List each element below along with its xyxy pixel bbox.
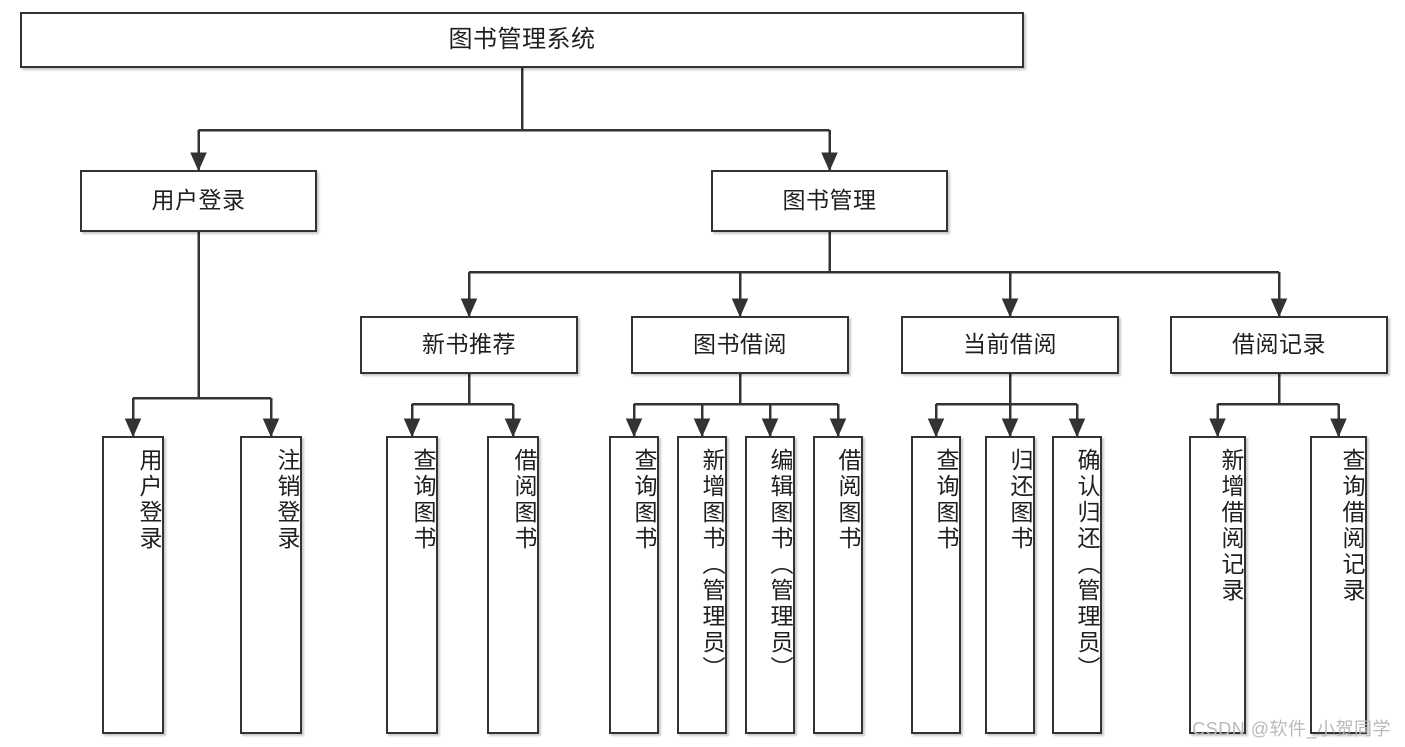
- arrowhead-icon: [403, 418, 421, 438]
- arrowhead-icon: [1001, 298, 1019, 318]
- arrowhead-icon: [1330, 418, 1347, 438]
- node-label: 图书借阅: [693, 331, 787, 358]
- node-label: 图书管理系统: [448, 25, 596, 53]
- arrowhead-icon: [190, 152, 207, 172]
- node-label: 查询图书: [631, 448, 657, 552]
- node-leaf-bb-query[interactable]: 查询图书: [609, 436, 659, 734]
- node-leaf-cb-confirm[interactable]: 确认归还（管理员）: [1052, 436, 1102, 734]
- arrowhead-icon: [761, 418, 779, 438]
- arrowhead-icon: [1209, 418, 1226, 438]
- arrowhead-icon: [625, 418, 643, 438]
- node-label: 借阅记录: [1232, 331, 1326, 358]
- node-leaf-nbr-query[interactable]: 查询图书: [386, 436, 438, 734]
- node-label: 新书推荐: [422, 331, 516, 358]
- node-leaf-cb-return[interactable]: 归还图书: [985, 436, 1035, 734]
- arrowhead-icon: [927, 418, 945, 438]
- arrowhead-icon: [829, 418, 847, 438]
- node-leaf-br-query[interactable]: 查询借阅记录: [1310, 436, 1367, 734]
- node-book-borrow[interactable]: 图书借阅: [631, 316, 849, 374]
- arrowhead-icon: [262, 418, 280, 438]
- node-label: 新增借阅记录: [1218, 448, 1244, 604]
- node-label: 查询图书: [410, 448, 436, 552]
- arrowhead-icon: [693, 418, 711, 438]
- node-label: 借阅图书: [511, 448, 537, 552]
- node-leaf-cb-query[interactable]: 查询图书: [911, 436, 961, 734]
- arrowhead-icon: [1068, 418, 1086, 438]
- node-label: 借阅图书: [835, 448, 861, 552]
- node-leaf-bb-edit[interactable]: 编辑图书（管理员）: [745, 436, 795, 734]
- arrowhead-icon: [821, 152, 838, 172]
- node-label: 用户登录: [136, 448, 162, 552]
- node-user-login[interactable]: 用户登录: [80, 170, 317, 232]
- node-leaf-bb-add[interactable]: 新增图书（管理员）: [677, 436, 727, 734]
- arrowhead-icon: [460, 298, 478, 318]
- node-label: 查询图书: [933, 448, 959, 552]
- node-leaf-nbr-borrow[interactable]: 借阅图书: [487, 436, 539, 734]
- node-leaf-bb-borrow[interactable]: 借阅图书: [813, 436, 863, 734]
- node-label: 归还图书: [1007, 448, 1033, 552]
- arrowhead-icon: [124, 418, 142, 438]
- node-book-manage[interactable]: 图书管理: [711, 170, 948, 232]
- arrowhead-icon: [1001, 418, 1019, 438]
- node-label: 编辑图书（管理员）: [767, 448, 793, 682]
- node-root[interactable]: 图书管理系统: [20, 12, 1024, 68]
- node-label: 注销登录: [274, 448, 300, 552]
- arrowhead-icon: [1270, 298, 1288, 318]
- node-label: 确认归还（管理员）: [1074, 448, 1100, 682]
- node-label: 查询借阅记录: [1339, 448, 1365, 604]
- arrowhead-icon: [504, 418, 522, 438]
- node-label: 用户登录: [151, 187, 246, 214]
- node-leaf-logout[interactable]: 注销登录: [240, 436, 302, 734]
- node-label: 当前借阅: [963, 331, 1057, 358]
- arrowhead-icon: [731, 298, 749, 318]
- node-leaf-br-add[interactable]: 新增借阅记录: [1189, 436, 1246, 734]
- node-current-borrow[interactable]: 当前借阅: [901, 316, 1119, 374]
- node-label: 新增图书（管理员）: [699, 448, 725, 682]
- node-label: 图书管理: [782, 187, 877, 214]
- node-leaf-user-login[interactable]: 用户登录: [102, 436, 164, 734]
- node-new-book-rec[interactable]: 新书推荐: [360, 316, 578, 374]
- node-borrow-record[interactable]: 借阅记录: [1170, 316, 1388, 374]
